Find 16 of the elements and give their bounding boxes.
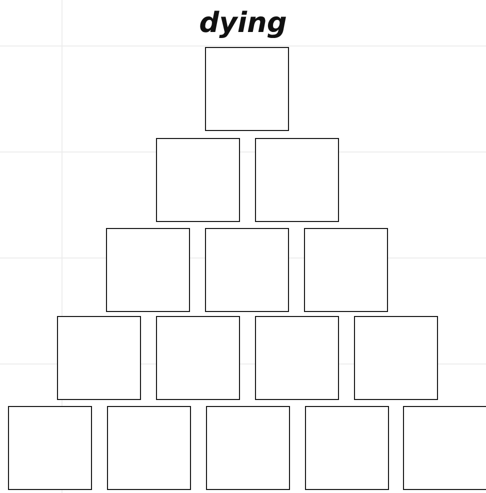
empty-box	[107, 406, 191, 490]
empty-box	[156, 316, 240, 400]
empty-box	[106, 228, 190, 312]
empty-box	[205, 47, 289, 131]
empty-box	[255, 138, 339, 222]
empty-box	[354, 316, 438, 400]
empty-box	[305, 406, 389, 490]
empty-box	[156, 138, 240, 222]
empty-box	[403, 406, 486, 490]
title: dying	[199, 6, 287, 40]
empty-box	[255, 316, 339, 400]
empty-box	[205, 228, 289, 312]
empty-box	[8, 406, 92, 490]
empty-box	[206, 406, 290, 490]
empty-box	[304, 228, 388, 312]
empty-box	[57, 316, 141, 400]
